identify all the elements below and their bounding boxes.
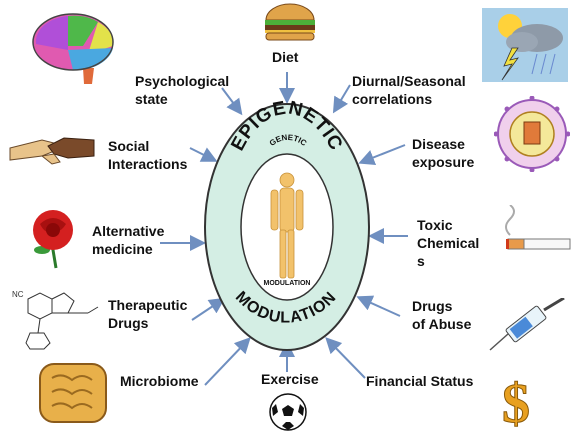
burger-icon <box>265 3 315 41</box>
label-microbiome: Microbiome <box>120 373 199 389</box>
soccer-ball-icon <box>269 393 307 431</box>
arrow-therapeutic <box>191 297 226 321</box>
arrow-psychological <box>221 87 243 116</box>
arrow-financial <box>325 337 366 379</box>
label-exercise: Exercise <box>261 371 319 387</box>
intestine-icon <box>39 363 107 423</box>
weather-icon <box>482 8 568 82</box>
arrows <box>160 72 408 386</box>
arrow-social <box>189 147 218 162</box>
arrow-microbiome <box>204 337 251 386</box>
arrow-diurnal <box>332 84 351 114</box>
label-diurnal-seasonal: Diurnal/Seasonal correlations <box>352 73 466 107</box>
handshake-icon <box>9 137 95 165</box>
label-therapeutic-drugs: Therapeutic Drugs <box>108 297 188 331</box>
arrow-disease <box>358 144 406 166</box>
genetic-label: GENETIC <box>268 133 309 148</box>
label-social-interactions: Social Interactions <box>108 138 188 172</box>
svg-text:GENETIC: GENETIC <box>268 133 309 148</box>
dollar-icon: $ <box>502 373 531 431</box>
label-diet: Diet <box>272 49 299 65</box>
svg-text:$: $ <box>502 373 530 430</box>
cigarette-icon <box>505 205 571 250</box>
molecule-icon: NC <box>12 290 99 350</box>
inner-modulation-label: MODULATION <box>264 280 311 287</box>
label-psychological-state: Psychological state <box>135 73 230 107</box>
virus-icon <box>494 96 570 172</box>
human-figure <box>270 172 304 279</box>
label-toxic-chemicals: Toxic Chemical s <box>417 217 480 269</box>
label-drugs-of-abuse: Drugs of Abuse <box>412 298 472 332</box>
label-disease-exposure: Disease exposure <box>412 136 475 170</box>
label-alternative-medicine: Alternative medicine <box>92 223 165 257</box>
syringe-icon <box>489 298 565 351</box>
svg-text:NC: NC <box>12 290 24 299</box>
arrow-drugs-abuse <box>356 295 401 317</box>
rose-icon <box>33 210 73 269</box>
brain-icon <box>32 13 114 84</box>
label-financial-status: Financial Status <box>366 373 474 389</box>
